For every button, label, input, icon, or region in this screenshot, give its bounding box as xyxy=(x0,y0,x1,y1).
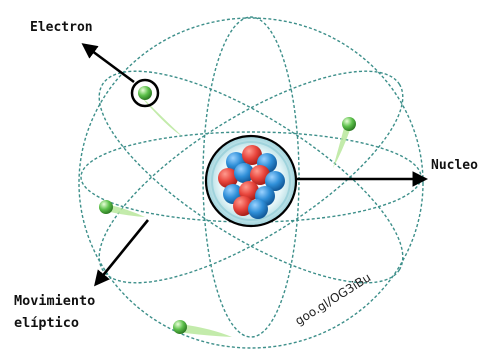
electron-trail xyxy=(180,324,232,337)
electron-trail xyxy=(333,128,350,168)
electron xyxy=(99,200,113,214)
nucleus xyxy=(206,136,296,226)
electron xyxy=(173,320,187,334)
electron xyxy=(342,117,356,131)
electron xyxy=(138,86,152,100)
movimiento-arrow xyxy=(96,220,148,284)
movimiento-label-line1: Movimiento xyxy=(14,293,95,309)
nucleo-label: Nucleo xyxy=(431,157,478,175)
movimiento-label: Movimiento elíptico xyxy=(14,292,95,332)
electron-trail xyxy=(142,98,182,136)
neutron xyxy=(248,199,268,219)
electron-label: Electron xyxy=(30,19,93,37)
electron-arrow xyxy=(84,45,134,82)
movimiento-label-line2: elíptico xyxy=(14,314,95,332)
